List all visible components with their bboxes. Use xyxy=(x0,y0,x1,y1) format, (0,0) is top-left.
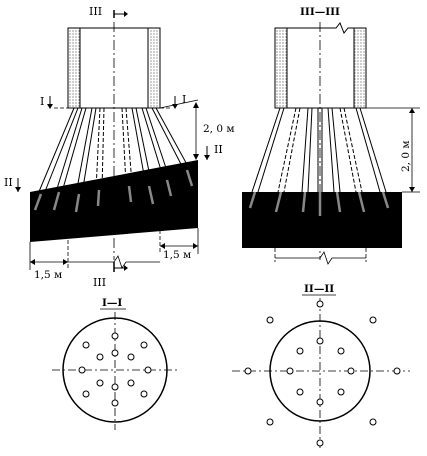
right-column-wall-left xyxy=(274,27,288,109)
left-label-top: III xyxy=(89,5,102,18)
section-II-holes xyxy=(244,300,401,447)
right-dim-vertical: 2, 0 м xyxy=(400,140,412,172)
left-elevation-view: III I I 2, 0 м II II 1,5 м xyxy=(4,5,235,289)
right-column-wall-right xyxy=(353,27,367,109)
right-view-title: III—III xyxy=(300,6,340,18)
section-I-I: I—I xyxy=(52,297,180,430)
marker-II-left: II xyxy=(4,176,13,189)
right-soil-block xyxy=(242,192,402,248)
left-drill-holes xyxy=(37,107,191,195)
right-drill-holes-in-soil xyxy=(248,191,390,216)
left-label-bottom: III xyxy=(93,276,106,289)
right-drill-holes xyxy=(251,107,387,193)
marker-II-right: II xyxy=(214,143,223,156)
left-dim-bottom-left: 1,5 м xyxy=(34,269,62,281)
section-I-title: I—I xyxy=(102,297,122,309)
marker-I-left: I xyxy=(40,95,44,108)
left-column-wall-left xyxy=(67,27,81,109)
left-drill-holes-in-soil xyxy=(33,169,194,213)
marker-I-right: I xyxy=(182,93,186,106)
left-soil-block xyxy=(30,160,198,242)
left-column-wall-right xyxy=(147,27,161,109)
left-dim-bottom-right: 1,5 м xyxy=(163,249,191,261)
section-II-II: II—II xyxy=(232,283,410,448)
section-II-title: II—II xyxy=(304,283,334,295)
section-I-holes xyxy=(78,332,152,407)
left-dim-vertical: 2, 0 м xyxy=(203,123,235,135)
right-elevation-view: III—III 2, 0 м xyxy=(242,6,420,265)
